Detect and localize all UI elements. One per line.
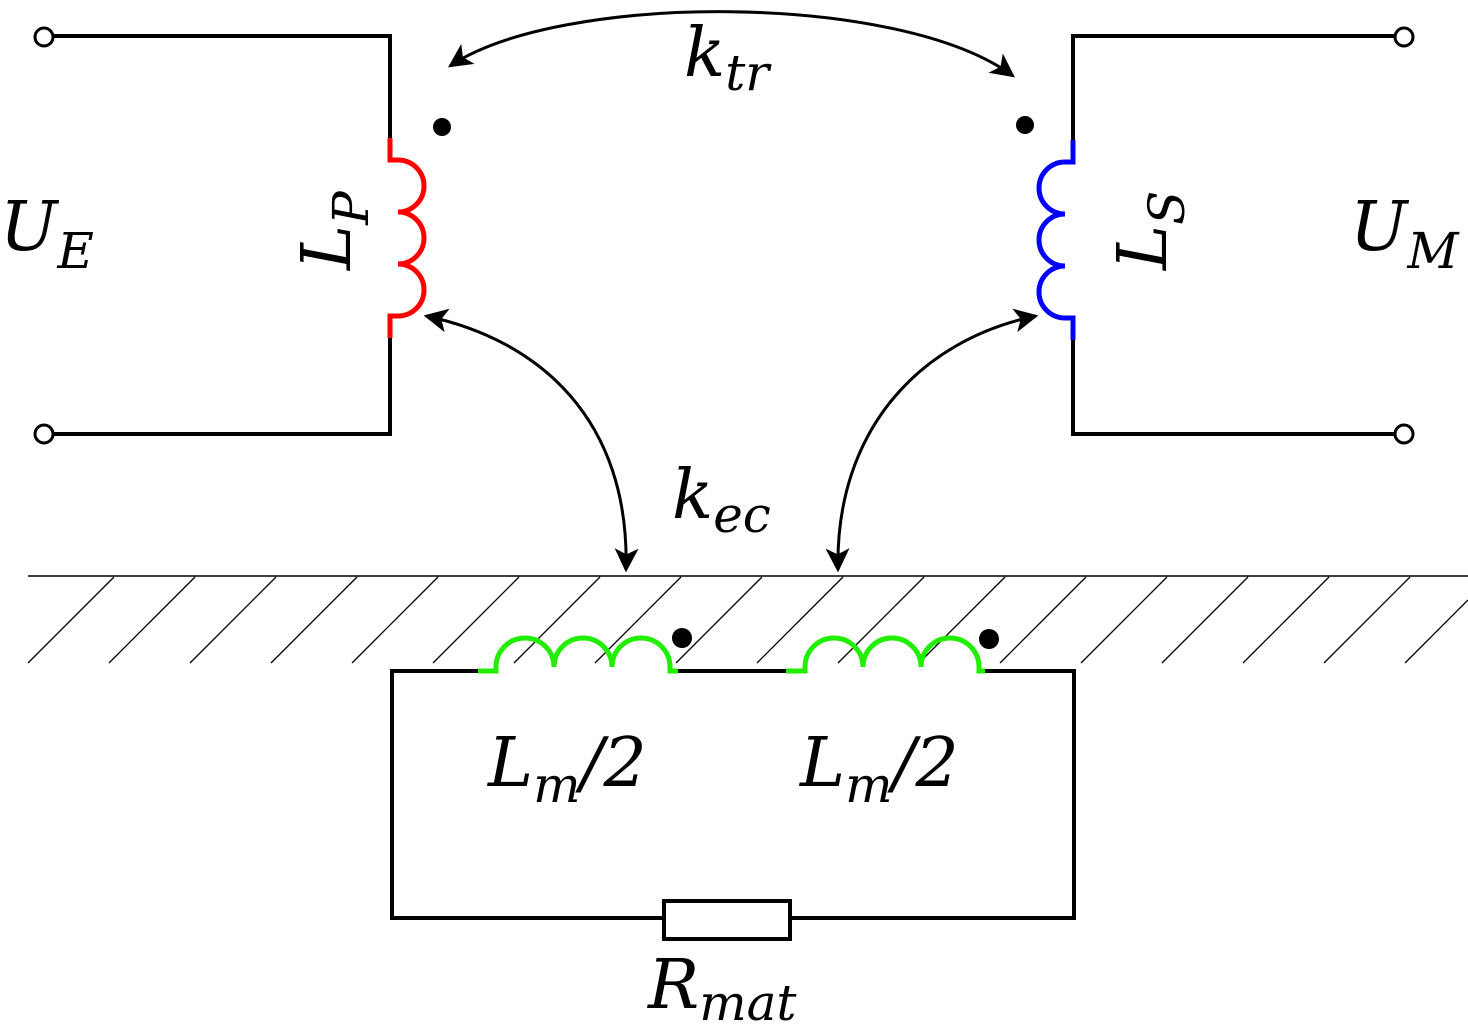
material-circuit-wires [390,669,1076,920]
material-coil-left [478,635,678,674]
label-l-s: LS [1104,191,1196,272]
material-resistor [662,899,792,941]
label-u-m: UM [1350,188,1460,280]
hatch-line [1161,576,1249,664]
hatch-line [1404,599,1468,664]
label-k-ec: kec [672,456,771,544]
hatch-line [513,576,601,664]
label-k-tr: ktr [684,14,772,102]
label-u-e: UE [0,188,94,280]
hatch-line [270,576,358,664]
hatch-line [27,576,115,664]
hatch-line [594,576,682,664]
eddy-coupling-arrow-left [423,308,639,573]
material-coil-right [786,635,985,674]
hatch-line [351,576,439,664]
hatch-line [918,576,1006,664]
secondary-circuit-wires [1071,34,1396,436]
hatch-line [999,576,1087,664]
label-l-p: LP [288,190,380,272]
transformer-coupling-arrow [448,10,1015,78]
primary-circuit-wires [52,34,392,436]
hatch-line [432,576,520,664]
hatch-line [1242,576,1330,664]
hatch-line [756,576,844,664]
label-l-m-right: Lm/2 [798,724,959,814]
hatch-line [108,576,196,664]
measurement-terminal-bottom [1393,423,1415,445]
label-r-mat: Rmat [646,946,797,1031]
measurement-terminal-top [1393,26,1415,48]
eddy-coupling-arrow-right [825,308,1039,573]
material-dot-right [979,629,999,649]
excitation-terminal-bottom [33,423,55,445]
material-hatching [27,576,1468,664]
secondary-coil [1036,140,1076,340]
primary-dot [433,118,451,136]
hatch-line [189,576,277,664]
excitation-terminal-top [33,26,55,48]
hatch-line [837,576,925,664]
hatch-line [675,576,763,664]
hatch-line [1323,576,1411,664]
material-dot-left [672,628,692,648]
label-l-m-left: Lm/2 [486,724,647,814]
hatch-line [1080,576,1168,664]
primary-coil [387,138,427,338]
secondary-dot [1016,116,1034,134]
